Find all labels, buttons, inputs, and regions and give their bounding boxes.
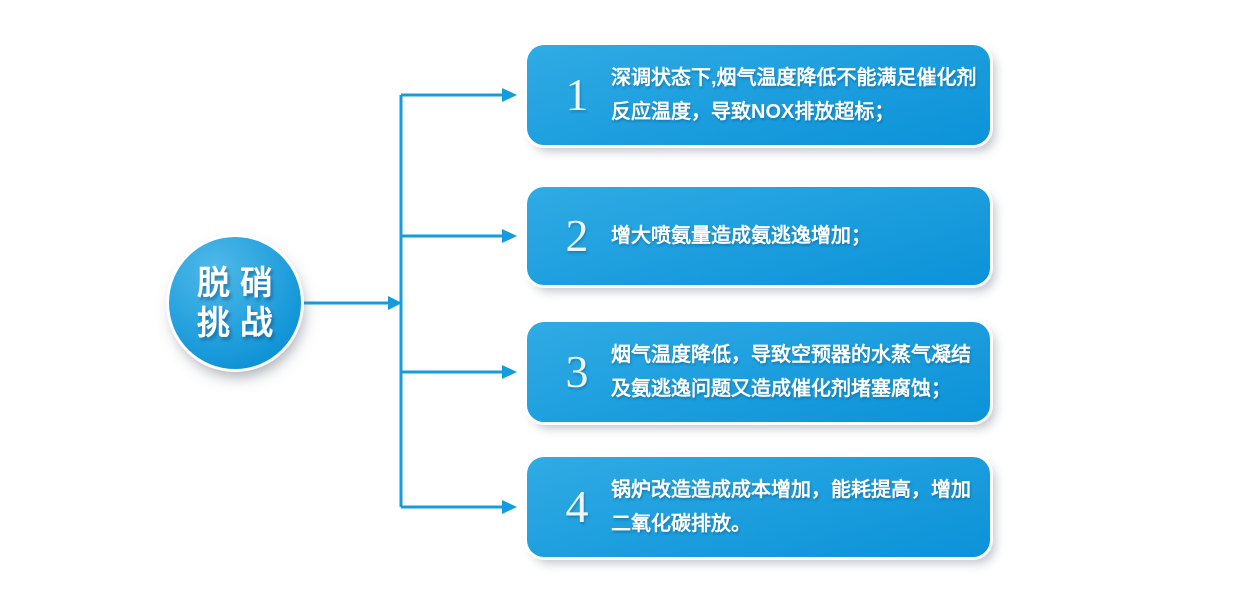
card-text-line: 二氧化碳排放。: [611, 513, 751, 535]
challenge-card-4: 4 锅炉改造造成成本增加，能耗提高，增加 二氧化碳排放。: [527, 457, 990, 557]
card-text: 锅炉改造造成成本增加，能耗提高，增加 二氧化碳排放。: [611, 473, 971, 541]
challenge-card-2: 2 增大喷氨量造成氨逃逸增加；: [527, 187, 990, 285]
card-text: 烟气温度降低，导致空预器的水蒸气凝结 及氨逃逸问题又造成催化剂堵塞腐蚀；: [611, 338, 971, 406]
challenge-card-1: 1 深调状态下,烟气温度降低不能满足催化剂 反应温度，导致NOX排放超标；: [527, 45, 990, 145]
card-text-line: 深调状态下,烟气温度降低不能满足催化剂: [611, 67, 977, 89]
arrowhead-icon: [502, 365, 517, 379]
card-text-line: 及氨逃逸问题又造成催化剂堵塞腐蚀；: [611, 378, 951, 400]
card-text: 深调状态下,烟气温度降低不能满足催化剂 反应温度，导致NOX排放超标；: [611, 61, 977, 129]
card-text-line: 锅炉改造造成成本增加，能耗提高，增加: [611, 479, 971, 501]
arrowhead-icon: [502, 88, 517, 102]
challenge-card-3: 3 烟气温度降低，导致空预器的水蒸气凝结 及氨逃逸问题又造成催化剂堵塞腐蚀；: [527, 322, 990, 422]
card-number: 1: [565, 69, 589, 120]
hub-label-line: 挑战: [197, 304, 283, 341]
card-number: 2: [565, 210, 589, 261]
hub-label-line: 脱硝: [197, 264, 283, 301]
arrowhead-icon: [502, 229, 517, 243]
arrowhead-icon: [388, 296, 402, 310]
card-text-line: 烟气温度降低，导致空预器的水蒸气凝结: [611, 344, 971, 366]
hub-node-denitration-challenges: 脱硝 挑战: [169, 237, 301, 369]
card-text-line: 增大喷氨量造成氨逃逸增加；: [611, 225, 871, 247]
card-number: 3: [565, 346, 589, 397]
card-text-line: 反应温度，导致NOX排放超标；: [611, 101, 895, 123]
card-number: 4: [565, 481, 589, 532]
card-text: 增大喷氨量造成氨逃逸增加；: [611, 219, 871, 253]
arrowhead-icon: [502, 500, 517, 514]
